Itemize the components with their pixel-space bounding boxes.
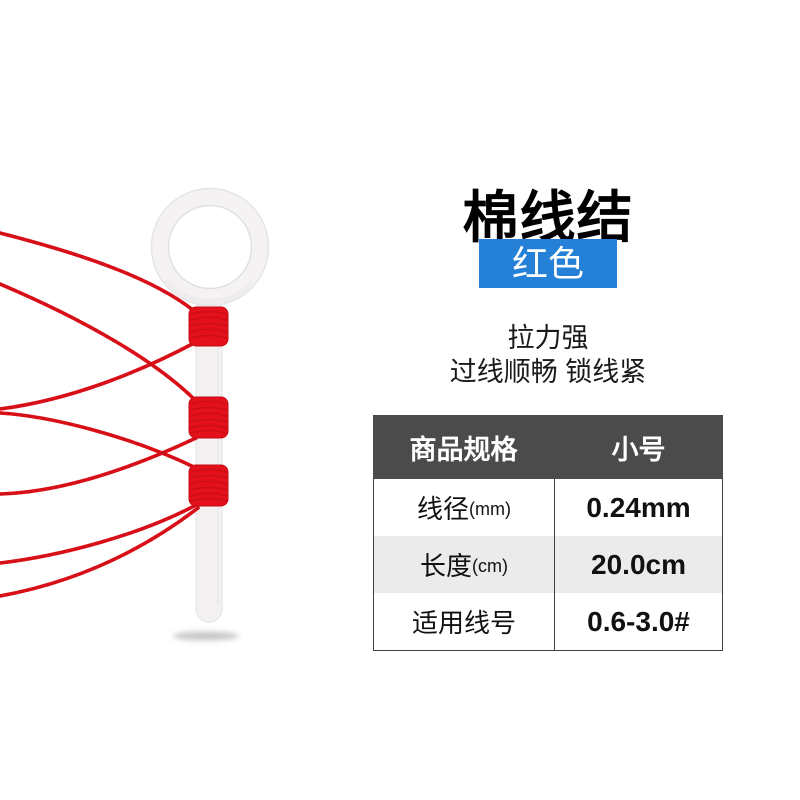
thread-texture — [0, 340, 198, 411]
spec-label-unit: (mm) — [469, 498, 511, 519]
feature-line-2: 过线顺畅 锁线紧 — [449, 357, 647, 387]
thread-curve — [0, 340, 198, 411]
thread-curve — [0, 282, 200, 405]
knot-wrap-top — [188, 306, 229, 347]
spec-label: 长度(cm) — [374, 536, 555, 593]
spec-label-unit: (cm) — [472, 555, 508, 576]
spec-table-header: 商品规格 小号 — [373, 415, 723, 479]
thread-curve — [0, 231, 202, 318]
feature-line-1: 拉力强 — [507, 323, 589, 353]
table-row: 长度(cm) 20.0cm — [374, 536, 722, 593]
spec-value: 20.0cm — [591, 548, 686, 580]
thread-curve — [0, 411, 198, 470]
spec-table: 商品规格 小号 线径(mm) 0.24mm 长度(cm) 20.0cm 适用线号 — [373, 415, 723, 651]
knot-wrap-bottom — [188, 464, 229, 507]
thread-texture — [0, 231, 202, 318]
spec-label: 适用线号 — [374, 593, 555, 650]
spec-label: 线径(mm) — [374, 479, 555, 536]
table-row: 适用线号 0.6-3.0# — [374, 593, 722, 650]
thread-texture — [0, 282, 200, 405]
spec-value: 0.6-3.0# — [587, 605, 690, 637]
threads-group — [0, 231, 202, 598]
thread-texture — [0, 411, 198, 470]
spec-label-text: 线径 — [417, 494, 470, 524]
spec-table-body: 线径(mm) 0.24mm 长度(cm) 20.0cm 适用线号 0.6-3.0… — [373, 479, 723, 651]
thread-curve — [0, 436, 198, 496]
ring-shape — [150, 187, 270, 307]
spec-value: 0.24mm — [586, 491, 691, 523]
thread-texture — [0, 503, 198, 565]
thread-curve — [0, 503, 198, 565]
spec-label-text: 长度 — [420, 551, 473, 581]
color-badge: 红色 — [478, 239, 618, 288]
info-panel: 棉线结 红色 拉力强 过线顺畅 锁线紧 — [370, 0, 726, 800]
product-photo — [0, 187, 270, 641]
knot-wrap-middle — [188, 396, 229, 439]
table-row: 线径(mm) 0.24mm — [374, 479, 722, 536]
product-title: 棉线结 — [462, 185, 634, 249]
thread-texture — [0, 506, 200, 598]
spec-header-size: 小号 — [611, 434, 666, 465]
thread-curve — [0, 506, 200, 598]
thread-texture — [0, 436, 198, 496]
stem-shadow-icon — [173, 631, 239, 641]
feature-lines: 拉力强 过线顺畅 锁线紧 — [370, 321, 726, 389]
spec-header-name: 商品规格 — [409, 434, 518, 465]
spec-label-text: 适用线号 — [411, 608, 516, 638]
